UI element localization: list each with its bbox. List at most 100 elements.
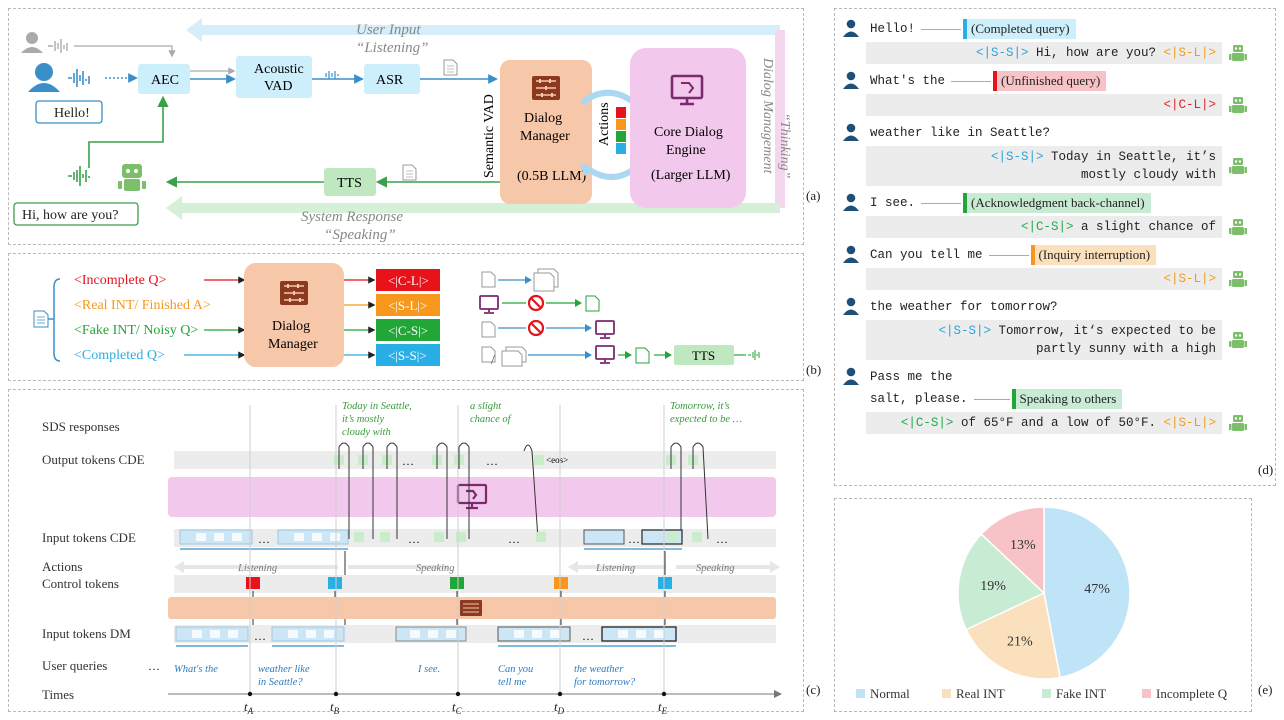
pie-slice-real-int <box>965 591 1061 680</box>
bot-message: <|C-S|> of 65°F and a low of 50°F. <|S-L… <box>866 412 1222 434</box>
tag-arrow <box>973 399 1010 400</box>
legend-label-0: Normal <box>870 686 910 701</box>
thinking-label: “Thinking” <box>777 113 792 179</box>
row-input-dm: Input tokens DM <box>42 626 131 641</box>
svg-text:Dialog: Dialog <box>272 319 310 334</box>
tts-box <box>324 168 376 196</box>
response-1-line-2: it’s mostly <box>342 414 384 425</box>
time-e: tE <box>658 699 668 715</box>
action-listening-1: Listening <box>237 563 277 574</box>
core-dialog-engine-box <box>630 48 746 208</box>
svg-text:VAD: VAD <box>264 79 293 94</box>
monitor-icon <box>670 74 704 106</box>
legend-label-2: Fake INT <box>1056 686 1106 701</box>
svg-text:ASR: ASR <box>376 73 404 88</box>
svg-text:Manager: Manager <box>268 337 318 352</box>
tag-arrow <box>988 255 1029 256</box>
intent-tag: (Completed query) <box>963 19 1076 39</box>
svg-text:…: … <box>716 532 728 546</box>
legend-swatch-0 <box>856 689 865 698</box>
pie-label-3: 13% <box>1010 538 1036 553</box>
user-avatar-icon <box>842 367 860 385</box>
response-3-line-1: Tomorrow, it’s <box>670 401 730 412</box>
svg-text:…: … <box>402 454 414 468</box>
legend-swatch-1 <box>942 689 951 698</box>
svg-text:/: / <box>491 353 495 368</box>
svg-text:AEC: AEC <box>151 73 179 88</box>
user-message: Can you tell me <box>870 248 983 262</box>
dm-icon <box>532 76 560 100</box>
system-response-label: System Response <box>301 209 403 225</box>
dialog-management-label: Dialog Management <box>760 57 775 175</box>
input-fake-int: <Fake INT/ Noisy Q> <box>74 323 198 338</box>
user-message: I see. <box>870 196 916 210</box>
legend-label-3: Incomplete Q <box>1156 686 1228 701</box>
panel-b-dialog-manager <box>244 263 344 367</box>
intent-tag: (Inquiry interruption) <box>1030 245 1157 265</box>
query-2-line-1: weather like <box>258 664 310 675</box>
user-avatar-icon <box>842 245 860 263</box>
intent-tag: (Acknowledgment back-channel) <box>963 193 1151 213</box>
tag-arrow <box>951 81 991 82</box>
user-icon <box>28 63 60 92</box>
aec-box <box>138 64 190 94</box>
pie-label-2: 19% <box>980 579 1006 594</box>
response-3-line-2: expected to be … <box>670 414 742 425</box>
panel-c-label: (c) <box>806 682 821 697</box>
svg-text:…: … <box>254 629 266 643</box>
action-listening-2: Listening <box>595 563 635 574</box>
gray-user-icon <box>21 32 43 53</box>
panel-b-label: (b) <box>806 362 822 377</box>
panel-d-label: (d) <box>1258 462 1274 477</box>
svg-text:Manager: Manager <box>520 129 570 144</box>
tag-arrow <box>921 29 961 30</box>
action-speaking-1: Speaking <box>416 563 455 574</box>
query-4-line-2: tell me <box>498 677 527 688</box>
row-control: Control tokens <box>42 576 119 591</box>
control-token-ss-1 <box>328 577 342 589</box>
panel-e-label: (e) <box>1258 682 1273 697</box>
user-avatar-icon <box>842 297 860 315</box>
tag-arrow <box>921 203 961 204</box>
token-sl: <|S-L|> <box>388 298 427 313</box>
time-b: tB <box>330 699 340 715</box>
token-ss: <|S-S|> <box>388 348 427 363</box>
user-input-label: User Input <box>356 22 421 38</box>
intent-tag: Speaking to others <box>1011 389 1123 409</box>
row-output-cde: Output tokens CDE <box>42 452 145 467</box>
panel-a <box>8 8 804 245</box>
input-real-int: <Real INT/ Finished A> <box>74 298 211 313</box>
panel-c <box>8 389 804 712</box>
speaking-label: “Speaking” <box>324 227 396 243</box>
document-icon <box>443 59 458 76</box>
control-token-cs <box>450 577 464 589</box>
user-avatar-icon <box>842 19 860 37</box>
query-5-line-2: for tomorrow? <box>574 677 636 688</box>
legend-swatch-3 <box>1142 689 1151 698</box>
response-2-line-2: chance of <box>470 414 513 425</box>
user-message: Hello! <box>870 22 916 36</box>
time-c: tC <box>452 699 463 715</box>
control-token-cl <box>246 577 260 589</box>
user-message: the weather for tomorrow? <box>870 300 1058 314</box>
svg-text:…: … <box>148 659 160 673</box>
control-token-sl <box>554 577 568 589</box>
svg-text:Engine: Engine <box>666 143 706 158</box>
svg-text:…: … <box>408 532 420 546</box>
input-completed: <Completed Q> <box>74 348 165 363</box>
user-message: What's the <box>870 74 946 88</box>
panel-b-tts <box>674 345 734 365</box>
listening-label: “Listening” <box>356 40 429 56</box>
svg-text:…: … <box>508 532 520 546</box>
svg-text:Acoustic: Acoustic <box>254 62 304 77</box>
time-a: tA <box>244 699 254 715</box>
query-1: What's the <box>174 664 218 675</box>
bot-avatar-icon <box>1228 217 1248 237</box>
bot-message: <|S-S|> Hi, how are you? <|S-L|> <box>866 42 1222 64</box>
bot-message: <|C-L|> <box>866 94 1222 116</box>
bot-avatar-icon <box>1228 43 1248 63</box>
pie-slice-normal <box>1043 506 1131 679</box>
